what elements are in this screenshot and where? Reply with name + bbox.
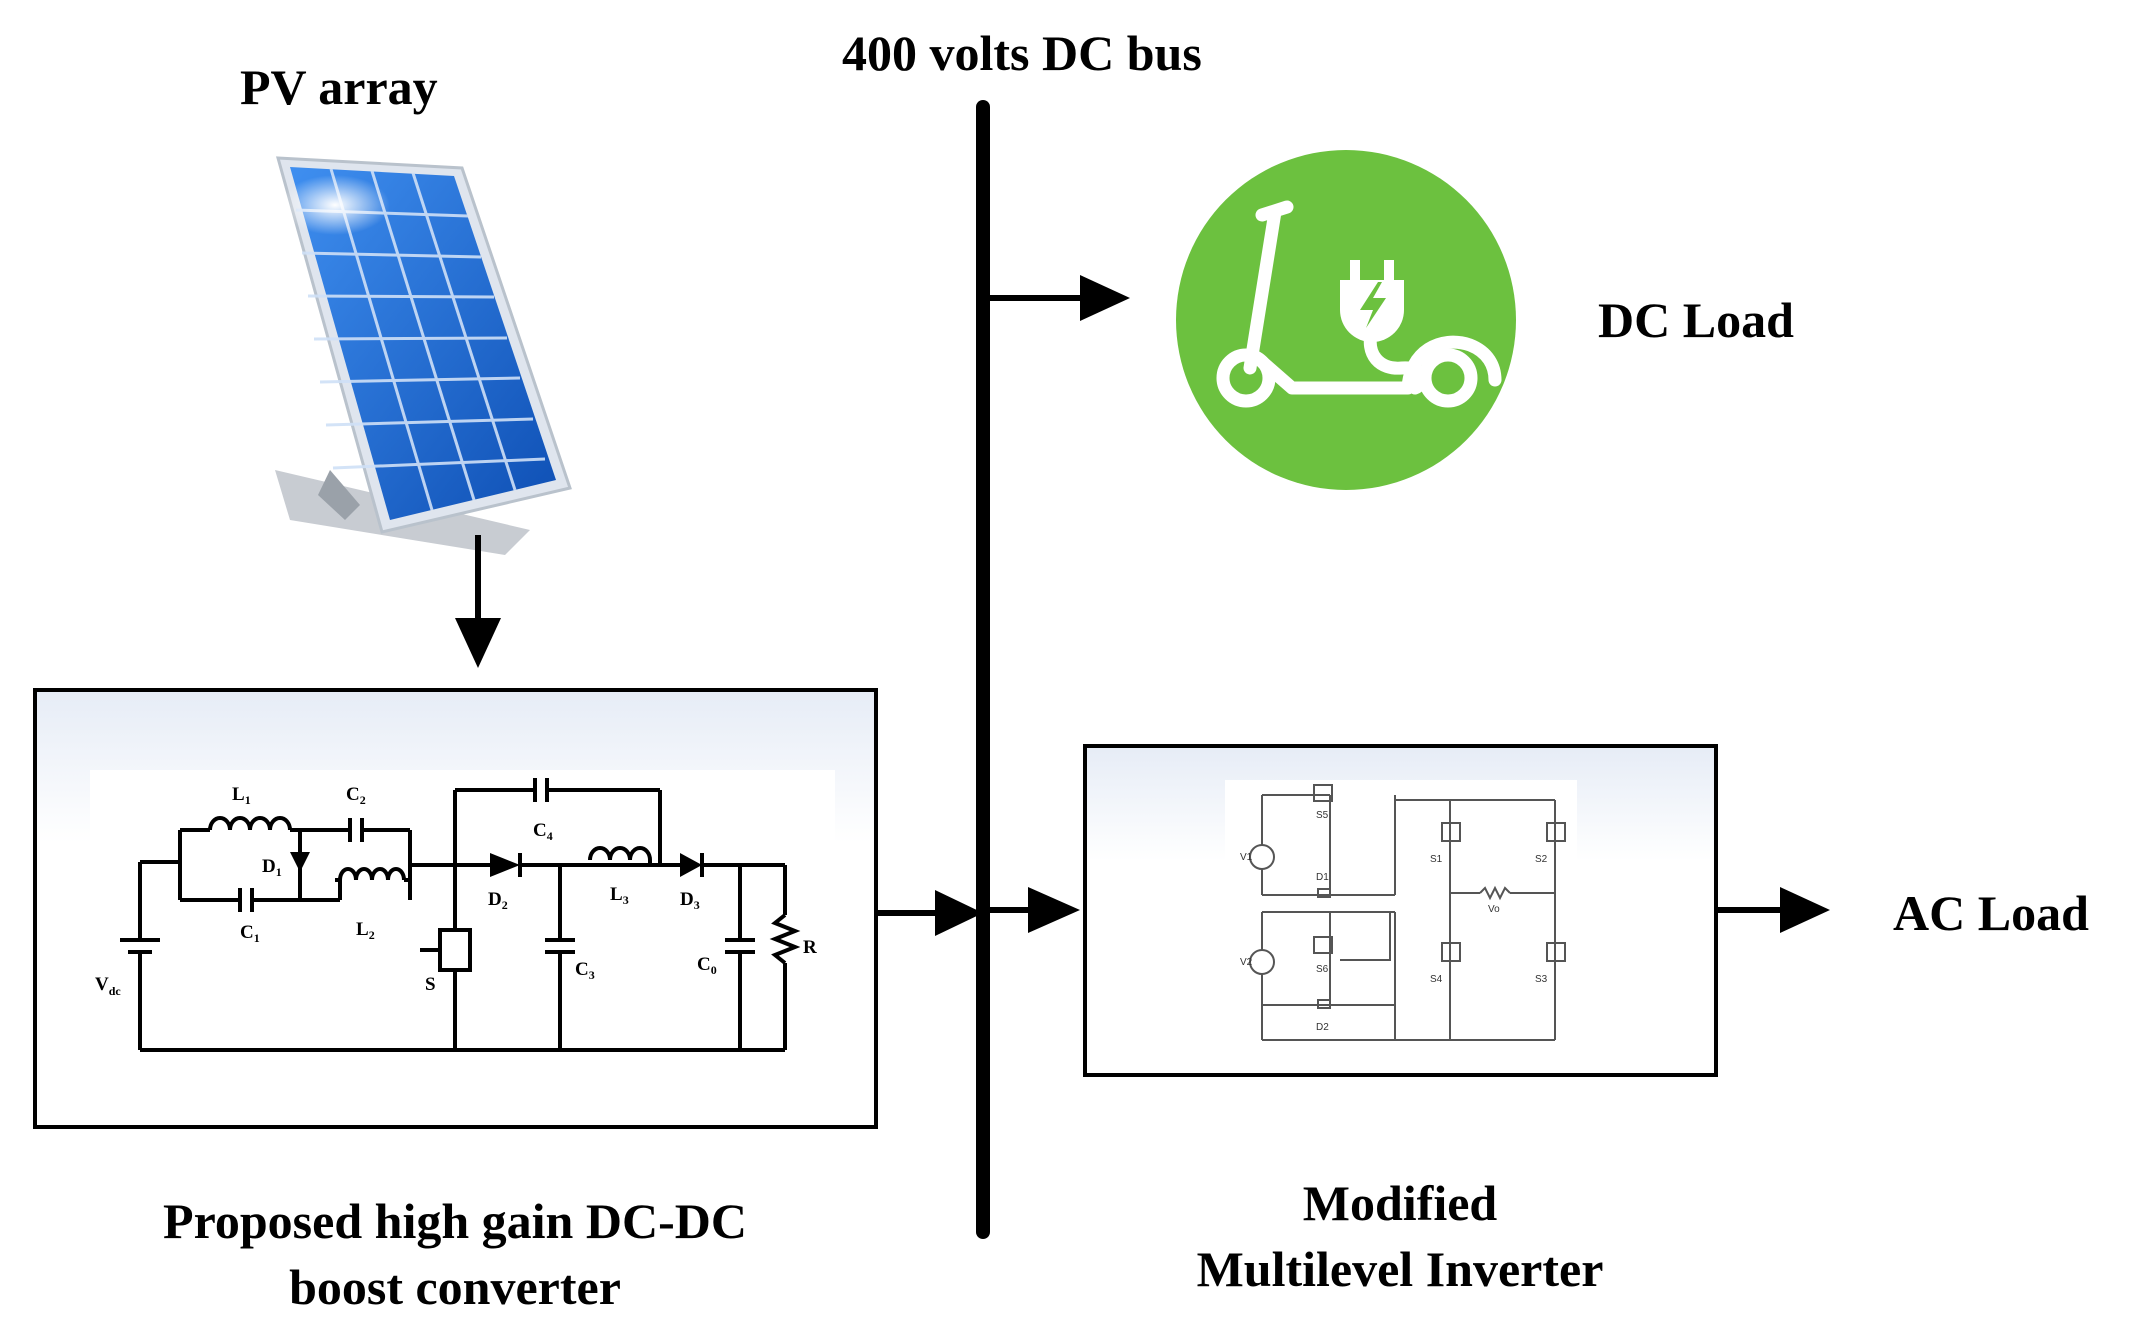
inverter-labels: V1 V2 S5 D1 S6 D2 S1 S2 S4 S3 Vo xyxy=(1240,810,1548,1033)
inv-label-S1: S1 xyxy=(1430,854,1443,865)
inv-label-S4: S4 xyxy=(1430,974,1443,985)
inv-label-S3: S3 xyxy=(1535,974,1548,985)
inverter-box xyxy=(1083,744,1718,1077)
ac-load-label: AC Load xyxy=(1893,885,2089,941)
label-source-sub: dc xyxy=(109,984,122,998)
label-S: S xyxy=(425,974,436,995)
converter-caption: Proposed high gain DC-DC boost converter xyxy=(60,1188,850,1320)
arrow-inverter-to-ac-load xyxy=(1716,887,1830,933)
inv-label-Vo: Vo xyxy=(1488,904,1500,915)
inv-label-S5: S5 xyxy=(1316,810,1329,821)
inverter-caption-line2: Multilevel Inverter xyxy=(1196,1241,1604,1297)
pv-array-label: PV array xyxy=(240,59,438,115)
converter-caption-line1: Proposed high gain DC-DC xyxy=(163,1193,747,1249)
arrow-converter-to-bus xyxy=(876,890,983,936)
inv-label-V1: V1 xyxy=(1240,852,1253,863)
inverter-circuit xyxy=(1249,784,1566,1041)
electric-scooter-charging-icon xyxy=(1176,150,1516,490)
dc-load-label: DC Load xyxy=(1598,292,1794,348)
solar-panel-icon xyxy=(275,156,572,555)
arrow-bus-to-inverter xyxy=(990,887,1080,933)
converter-diodes xyxy=(290,852,702,877)
dc-bus-label: 400 volts DC bus xyxy=(842,25,1202,81)
inverter-caption: Modified Multilevel Inverter xyxy=(1110,1170,1690,1302)
arrow-bus-to-dc-load xyxy=(990,275,1130,321)
arrow-pv-to-converter xyxy=(455,535,501,668)
inv-label-D2: D2 xyxy=(1316,1022,1329,1033)
label-R: R xyxy=(803,937,817,958)
inv-label-S6: S6 xyxy=(1316,964,1329,975)
converter-caption-line2: boost converter xyxy=(289,1259,621,1315)
inverter-caption-line1: Modified xyxy=(1302,1175,1498,1231)
inv-label-S2: S2 xyxy=(1535,854,1548,865)
inv-label-D1: D1 xyxy=(1316,872,1329,883)
inv-label-V2: V2 xyxy=(1240,957,1253,968)
converter-circuit xyxy=(120,778,801,1052)
